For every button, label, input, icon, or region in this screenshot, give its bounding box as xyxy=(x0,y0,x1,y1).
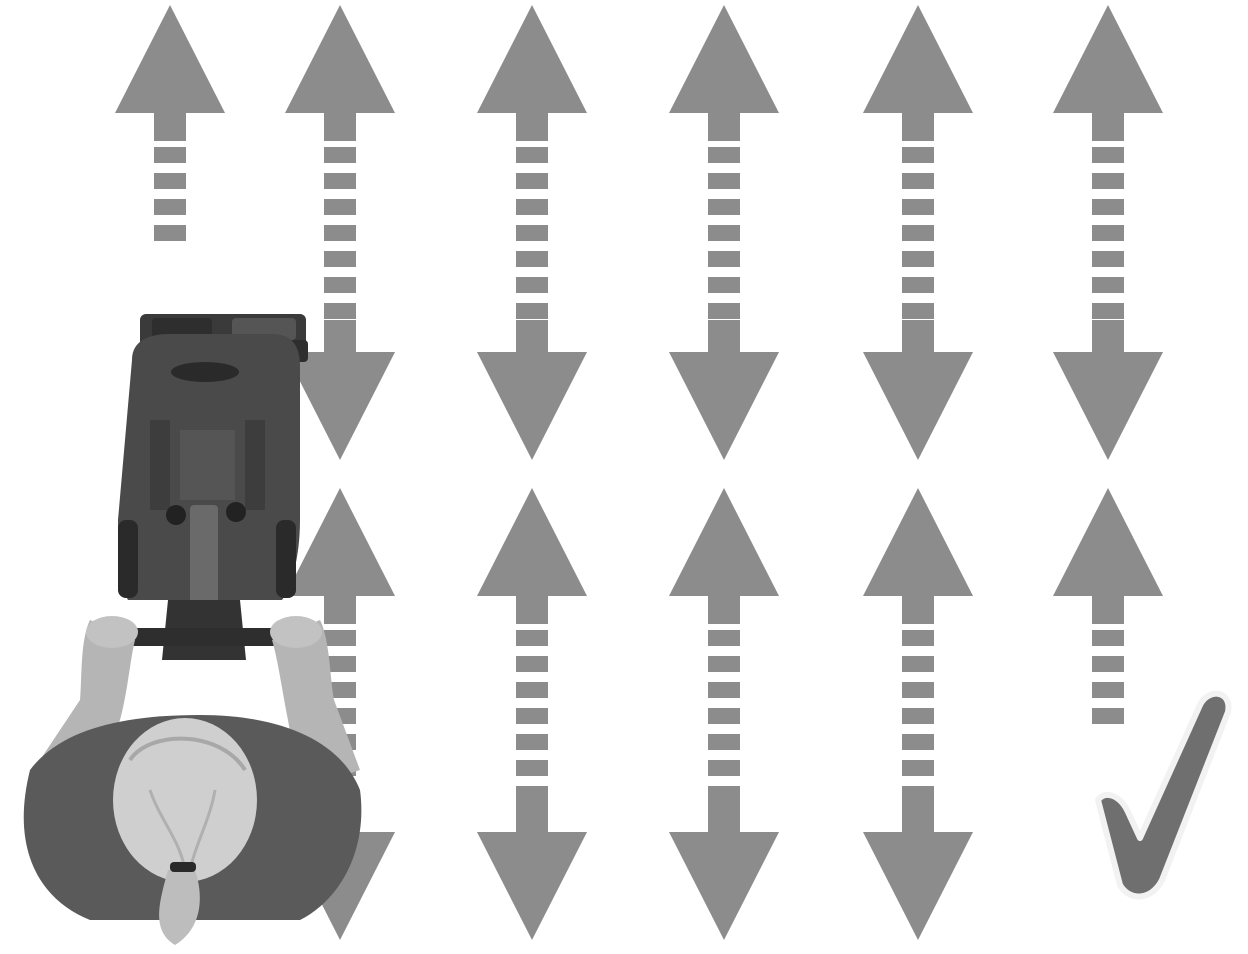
up-arrow-icon xyxy=(1053,488,1163,724)
floor-scrubber-operator-icon xyxy=(24,314,362,945)
double-arrow-icon xyxy=(669,5,779,460)
double-arrow-icon xyxy=(285,5,395,460)
double-arrow-icon xyxy=(669,488,779,940)
checkmark-icon xyxy=(1098,694,1228,897)
operator-person xyxy=(24,616,362,945)
double-arrow-icon xyxy=(863,488,973,940)
double-arrow-icon xyxy=(477,5,587,460)
up-arrow-icon xyxy=(115,5,225,241)
double-arrow-icon xyxy=(477,488,587,940)
double-arrow-icon xyxy=(1053,5,1163,460)
double-arrow-icon xyxy=(863,5,973,460)
floor-scrubber-machine xyxy=(90,314,320,660)
